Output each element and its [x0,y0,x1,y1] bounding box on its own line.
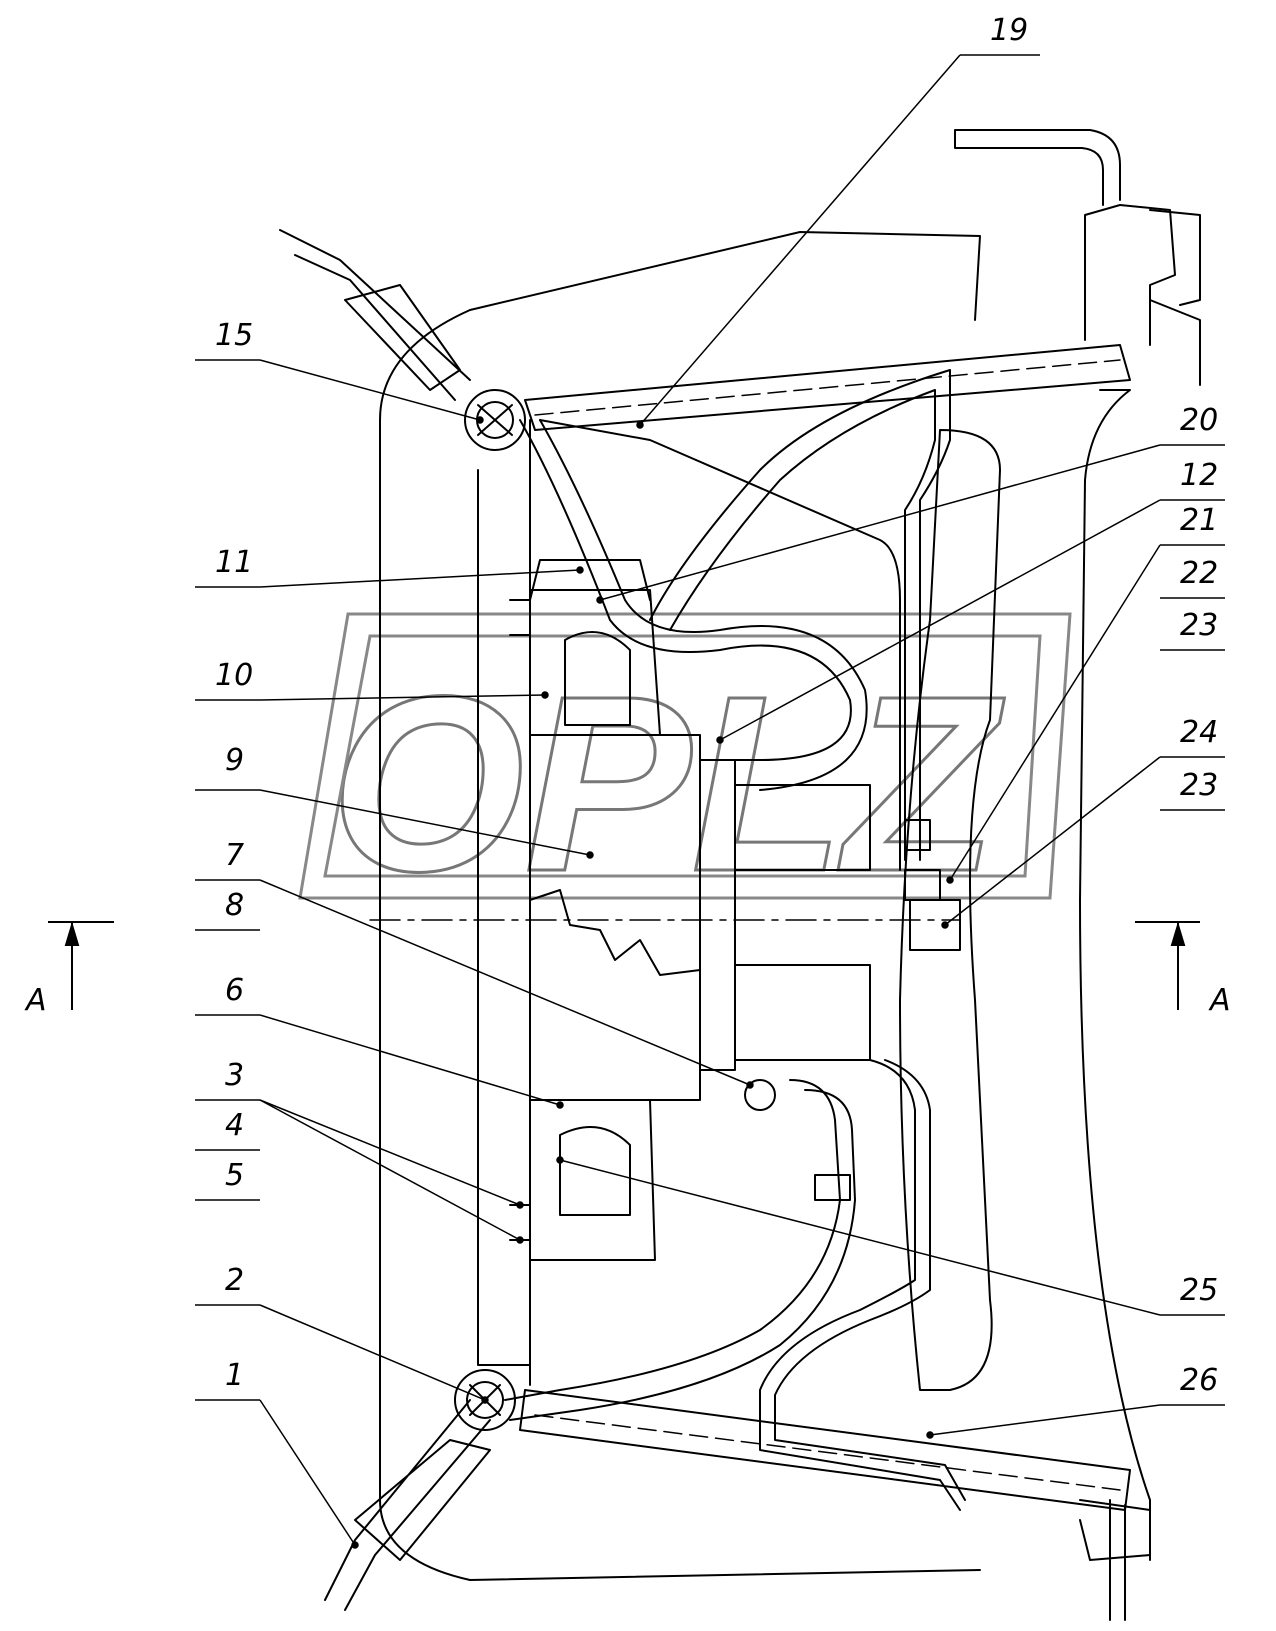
upper-arm-centerline [534,359,1121,416]
upper-arm [524,344,1131,431]
upper-housing [529,589,661,736]
callout-leader-19 [639,54,961,426]
callout-dot-1 [351,1541,359,1549]
gear-outline [529,889,701,976]
upper-hose-b [539,419,868,791]
upper-hose-d [669,389,936,861]
inner-wheel-arch [899,429,1001,1391]
section-label-left: A [24,983,47,1018]
callout-label-24: 24 [1180,715,1218,750]
lower-arm-centerline [534,1414,1121,1491]
callout-label-22: 22 [1180,556,1218,591]
callout-leader-26 [929,1404,1161,1436]
lower-hose-b [509,1089,856,1421]
bolts [509,599,531,1241]
top-pipe [954,129,1121,206]
callout-label-20: 20 [1180,403,1218,438]
callout-dot-4 [516,1236,524,1244]
callout-label-23b: 23 [1180,768,1218,803]
callout-dot-9 [586,851,594,859]
callout-dot-21 [946,876,954,884]
fitting-23 [909,899,961,951]
callout-leader-11 [259,569,581,588]
callout-label-2: 2 [225,1263,244,1298]
callout-label-3: 3 [225,1058,244,1093]
callout-leader-3 [259,1099,521,1206]
watermark-frame [298,612,1072,900]
callout-dot-10 [541,691,549,699]
section-marker-left [48,921,114,1010]
callout-leader-15 [259,359,481,421]
callout-dot-26 [926,1431,934,1439]
callout-label-26: 26 [1180,1363,1218,1398]
lower-hose-c [759,1059,961,1511]
callout-dot-7 [746,1081,754,1089]
upper-arm-bracket [1149,209,1201,386]
callout-label-15: 15 [215,318,253,353]
callout-dot-25 [556,1156,564,1164]
lower-fitting-nut [814,1174,851,1201]
callout-dot-19 [636,421,644,429]
callout-label-5: 5 [225,1158,244,1193]
callout-leader-21 [949,544,1161,881]
lower-rod [324,1399,491,1611]
lower-hose-d [774,1059,966,1501]
callout-dot-11 [576,566,584,574]
upper-arm-end [1084,204,1176,346]
callout-dot-24 [941,921,949,929]
upper-rod [279,229,471,401]
callout-label-4: 4 [225,1108,244,1143]
callout-label-9: 9 [225,743,244,778]
lower-arm [519,1389,1131,1511]
callout-dot-3 [516,1201,524,1209]
callout-leader-2 [259,1304,486,1401]
callout-leader-12 [719,499,1161,741]
callout-dot-20 [596,596,604,604]
callout-dot-2 [481,1396,489,1404]
callout-label-6: 6 [225,973,244,1008]
cab-outline [379,231,981,1581]
upper-pivot-shaft [477,404,513,436]
lower-arm-end [1079,1499,1151,1621]
callout-leader-25 [559,1159,1161,1316]
callout-dot-6 [556,1101,564,1109]
callout-label-19: 19 [990,13,1028,48]
callout-label-7: 7 [225,838,244,873]
watermark: OPLZ [330,644,1005,923]
callout-leader-24 [944,756,1161,926]
callout-leader-6 [259,1014,561,1106]
callout-leader-4 [259,1099,521,1241]
lower-pivot-inner [466,1381,504,1419]
callout-leader-20 [599,444,1161,601]
callout-leader-1 [259,1399,356,1546]
upper-pivot-outer [464,389,526,451]
fitting-stub [904,819,931,851]
callout-label-25: 25 [1180,1273,1218,1308]
callout-label-21: 21 [1180,503,1218,538]
callout-dot-15 [476,416,484,424]
section-label-right: A [1208,983,1231,1018]
callout-dot-12 [716,736,724,744]
callout-label-11: 11 [215,545,253,580]
lower-fitting [744,1079,776,1111]
upper-housing-flange [529,559,651,601]
callout-label-10: 10 [215,658,253,693]
callout-leader-9 [259,789,591,856]
upper-hose-e [539,419,901,871]
callout-leader-7 [259,879,751,1086]
upper-hose-a [519,419,852,761]
section-marker-right [1135,921,1200,1010]
lower-pivot-outer [454,1369,516,1431]
callout-leader-10 [259,694,546,701]
fender-outline [1079,389,1151,1561]
lower-housing [529,1099,656,1261]
upper-hose-c [649,369,951,861]
lower-hose-a [504,1079,841,1401]
callout-label-12: 12 [1180,458,1218,493]
callout-label-1: 1 [225,1358,244,1393]
callout-label-8: 8 [225,888,244,923]
callout-label-23a: 23 [1180,608,1218,643]
